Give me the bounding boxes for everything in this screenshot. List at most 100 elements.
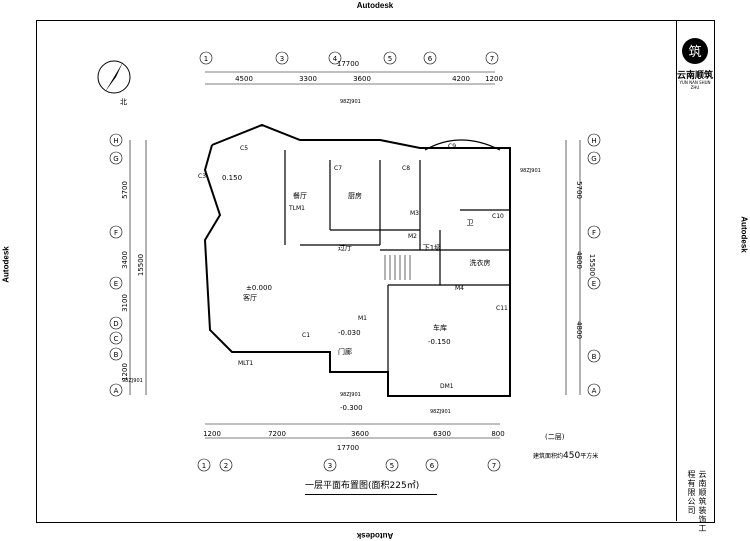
plot-area-prefix: 建筑面积约 [533,453,564,460]
company-logo: 筑 [682,38,708,64]
door-M1: M1 [358,315,367,322]
stair [384,255,411,280]
axis-5-top: 5 [388,55,392,63]
axis-3-bottom: 3 [328,462,332,470]
dim-top-1: 3300 [299,75,317,83]
plot-area-suffix: 平方米 [580,453,599,460]
axis-F-left: F [114,229,118,237]
frame-label-top: Autodesk [356,1,394,10]
interior-walls [284,150,510,396]
room-laundry: 洗衣房 [470,258,491,267]
company-pinyin: YUN NAN SHUN ZHU [679,80,711,90]
dim-top-2: 3600 [353,75,371,83]
window-C5: C5 [240,145,248,152]
dim-bottom-0: 1200 [203,430,221,438]
north-label: 北 [120,98,127,106]
dimension-lines [129,71,581,439]
level-garage: -0.150 [428,338,451,346]
axis-C-left: C [114,335,119,343]
dim-right-0: 5700 [575,181,583,199]
room-garage: 车库 [433,323,447,332]
room-dining: 餐厅 [293,191,307,200]
window-C3: C3 [198,173,206,180]
axis-7-bottom: 7 [492,462,496,470]
company-full-name: 云南顺筑装饰工程有限公司 [687,470,707,533]
dim-right-total: 15500 [588,254,596,276]
axis-2-bottom: 2 [224,462,228,470]
door-M3: M3 [410,210,419,217]
title-block-column [676,20,714,521]
level-marks: ±0.000 -0.030 -0.150 -0.300 0.150 [222,174,451,412]
dimension-text: 17700 4500 3300 3600 4200 1200 1200 7200… [203,60,505,452]
room-living: 客厅 [243,293,257,302]
dim-right-1: 4800 [575,251,583,269]
exterior-walls [203,123,511,397]
room-wc: 卫 [467,219,474,227]
dim-left-3: 1200 [121,363,129,381]
plot-area-note: 建筑面积约450平方米 [533,451,598,461]
door-M4: M4 [455,285,464,292]
dim-bottom-1: 7200 [268,430,286,438]
axis-H-right: H [591,137,596,145]
door-labels: M1 M2 M3 M4 DM1 TLM1 MLT1 [238,205,464,390]
axis-6-bottom: 6 [430,462,435,470]
axis-D-left: D [113,320,118,328]
window-C11: C11 [496,305,508,312]
note-std-garage: 98ZJ901 [430,409,451,415]
company-name: 云南顺筑 [676,71,713,81]
note-std-bottom: 98ZJ901 [340,392,361,398]
note-std-right: 98ZJ901 [520,168,541,174]
axis-A-right: A [592,387,597,395]
row-axes-left [109,133,123,397]
dim-top-0: 4500 [235,75,253,83]
door-MLT1: MLT1 [238,360,253,367]
room-porch: 门廊 [338,347,352,356]
axis-5-bottom: 5 [390,462,394,470]
dim-bottom-3: 6300 [433,430,451,438]
axis-3-top: 3 [280,55,284,63]
detail-notes: 98ZJ901 98ZJ901 98ZJ901 98ZJ901 98ZJ901 [122,99,541,415]
dim-top-4: 1200 [485,75,503,83]
window-C8: C8 [402,165,410,172]
axis-H-left: H [113,137,118,145]
axis-4-top: 4 [333,55,338,63]
note-std-left: 98ZJ901 [122,378,143,384]
column-axis-labels-bottom: 1 2 3 5 6 7 [202,462,496,470]
room-kitchen: 厨房 [348,191,362,200]
door-TLM1: TLM1 [288,205,305,212]
dim-left-2: 3100 [121,294,129,312]
axis-1-bottom: 1 [202,462,206,470]
axis-E-right: E [592,280,596,288]
door-DM1: DM1 [440,383,454,390]
company-logo-glyph: 筑 [688,44,701,60]
room-hall: 过厅 [338,243,352,252]
level-living: ±0.000 [246,284,272,292]
axis-G-right: G [591,155,596,163]
note-std-top: 98ZJ901 [340,99,361,105]
axis-B-left: B [114,351,119,359]
drawing-title-underline [305,494,437,495]
level-porch: -0.030 [338,329,361,337]
window-C7: C7 [334,165,342,172]
drawing-title: 一层平面布置图(面积225㎡) [305,481,420,491]
door-M2: M2 [408,233,417,240]
dim-top-total: 17700 [337,60,359,68]
floor-tag: (二层) [545,433,565,441]
dim-left-total: 15500 [137,254,145,276]
dim-left-0: 5700 [121,181,129,199]
dim-bottom-total: 17700 [337,444,359,452]
north-arrow: 北 [97,60,131,106]
column-axis-labels-top: 1 3 4 5 6 7 [204,55,494,63]
dimension-text-vertical: 5700 3400 3100 1200 15500 5700 4800 4800… [121,181,596,381]
window-labels: C1 C3 C5 C7 C8 C9 C10 C11 [198,143,508,339]
dim-bottom-2: 3600 [351,430,369,438]
axis-1-top: 1 [204,55,208,63]
plot-area-value: 450 [563,451,581,461]
row-axes-right [587,133,601,397]
axis-7-top: 7 [490,55,494,63]
dim-top-3: 4200 [452,75,470,83]
axis-6-top: 6 [428,55,433,63]
bay-window-arc [424,139,501,151]
window-C9: C9 [448,143,456,150]
